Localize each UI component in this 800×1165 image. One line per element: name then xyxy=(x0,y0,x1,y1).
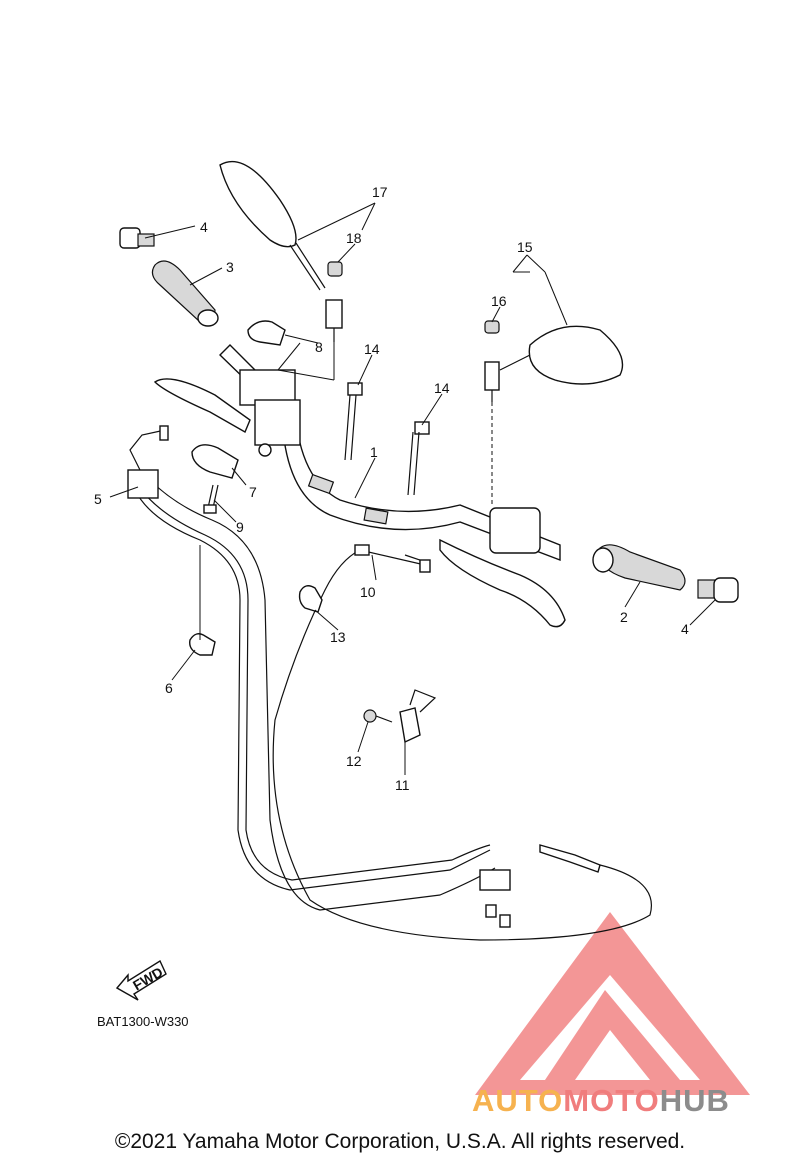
drawing-code: BAT1300-W330 xyxy=(97,1014,189,1029)
left-lever-assembly xyxy=(153,369,301,457)
clip xyxy=(189,633,216,656)
callout-15: 15 xyxy=(517,239,533,255)
screw xyxy=(363,709,393,723)
right-mirror xyxy=(484,325,624,505)
callout-labels: 1 2 3 4 4 5 6 7 8 9 10 11 12 13 14 14 15… xyxy=(94,184,689,793)
copyright-notice: ©2021 Yamaha Motor Corporation, U.S.A. A… xyxy=(114,1130,686,1153)
callout-7: 7 xyxy=(249,484,257,500)
mirror-cap-right xyxy=(484,320,500,334)
right-lever-assembly xyxy=(439,507,566,628)
callout-16: 16 xyxy=(491,293,507,309)
callout-13: 13 xyxy=(330,629,346,645)
mirror-cap-left xyxy=(327,261,343,277)
callout-2: 2 xyxy=(620,609,628,625)
fwd-arrow-icon: FWD xyxy=(115,959,167,1001)
callout-12: 12 xyxy=(346,753,362,769)
right-bar-end xyxy=(697,577,739,603)
brand-moto: MOTO xyxy=(563,1083,660,1118)
leader-lines xyxy=(109,202,716,775)
throttle-cable xyxy=(127,425,511,928)
right-grip xyxy=(592,544,686,591)
left-mirror xyxy=(219,160,343,342)
callout-18: 18 xyxy=(346,230,362,246)
callout-14-right: 14 xyxy=(434,380,450,396)
callout-4-right: 4 xyxy=(681,621,689,637)
left-bar-end xyxy=(119,227,155,249)
callout-4-left: 4 xyxy=(200,219,208,235)
callout-9: 9 xyxy=(236,519,244,535)
callout-11: 11 xyxy=(395,777,410,793)
left-grip xyxy=(151,260,219,327)
callout-8: 8 xyxy=(315,339,323,355)
brand-hub: HUB xyxy=(659,1083,730,1118)
switch-bracket xyxy=(399,689,437,744)
bolt xyxy=(203,484,219,514)
callout-17: 17 xyxy=(372,184,388,200)
callout-14-left: 14 xyxy=(364,341,380,357)
brand-auto: AUTO xyxy=(472,1083,564,1118)
watermark-logo xyxy=(475,912,750,1095)
callout-1: 1 xyxy=(370,444,378,460)
cable-holder xyxy=(298,585,323,613)
clutch-cable xyxy=(272,544,652,941)
callout-5: 5 xyxy=(94,491,102,507)
cable-band-2 xyxy=(407,421,430,496)
brand-watermark: AUTOMOTOHUB xyxy=(472,1083,730,1119)
callout-6: 6 xyxy=(165,680,173,696)
cable-band-1 xyxy=(344,382,363,461)
callout-10: 10 xyxy=(360,584,376,600)
holder-clamp xyxy=(247,320,286,346)
lever-holder xyxy=(191,444,239,479)
callout-3: 3 xyxy=(226,259,234,275)
